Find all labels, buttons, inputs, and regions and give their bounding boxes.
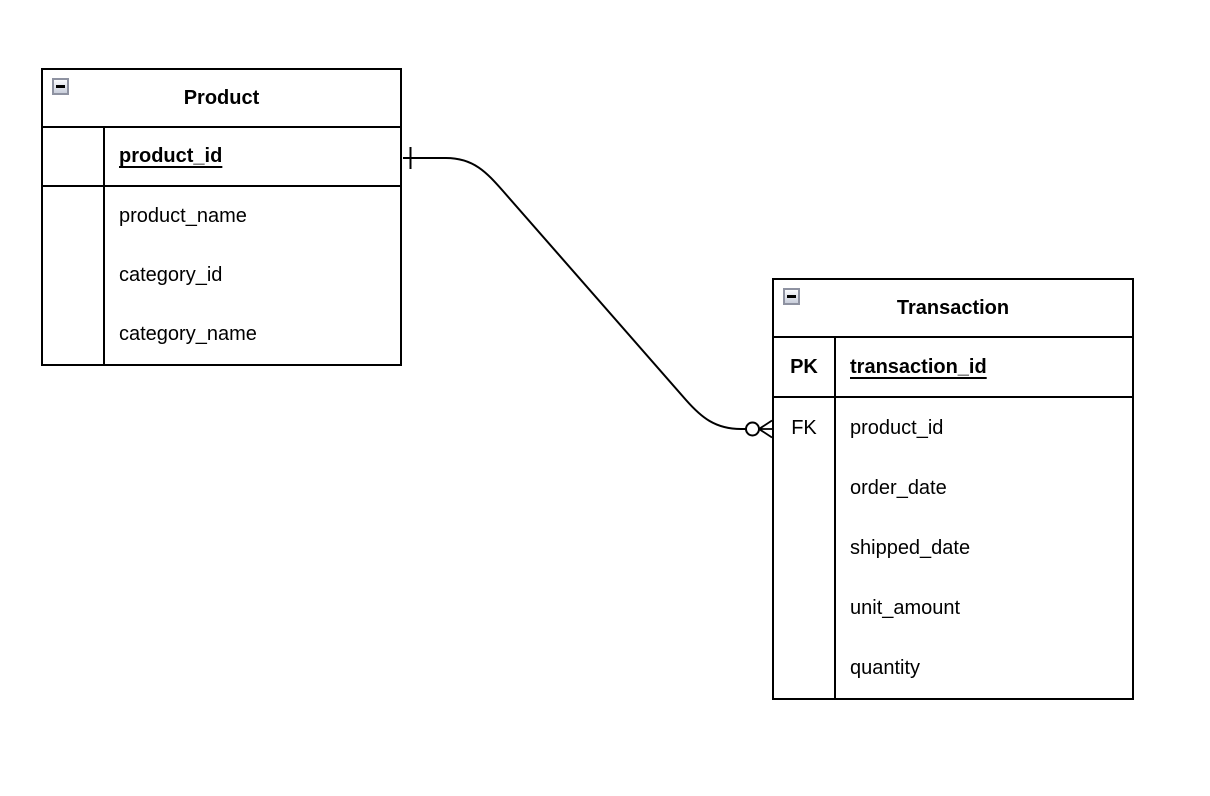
- field-name: category_name: [119, 323, 257, 345]
- key-cell: [43, 305, 105, 364]
- key-cell: [774, 638, 836, 698]
- field-row-category-id[interactable]: category_id: [43, 246, 400, 305]
- relationship-line[interactable]: [403, 157, 746, 430]
- collapse-toggle-button[interactable]: [783, 288, 800, 305]
- key-cell-fk: FK: [774, 398, 836, 458]
- field-name: shipped_date: [850, 536, 971, 559]
- field-row-category-name[interactable]: category_name: [43, 305, 400, 364]
- key-cell-pk: PK: [774, 338, 836, 396]
- field-row-unit-amount[interactable]: unit_amount: [774, 578, 1132, 638]
- field-row-product-name[interactable]: product_name: [43, 187, 400, 246]
- field-name: product_id: [119, 145, 223, 167]
- field-name: unit_amount: [850, 596, 961, 619]
- entity-product-header: Product: [43, 70, 400, 128]
- key-cell: [774, 458, 836, 518]
- entity-title: Transaction: [896, 296, 1010, 319]
- key-cell: [43, 246, 105, 305]
- field-row-quantity[interactable]: quantity: [774, 638, 1132, 698]
- field-name: product_id: [850, 416, 944, 439]
- field-name: transaction_id: [850, 355, 987, 378]
- key-cell: [774, 578, 836, 638]
- field-name: product_name: [119, 205, 247, 227]
- crows-foot-many-icon: [758, 419, 773, 439]
- key-cell: [43, 187, 105, 246]
- collapse-toggle-button[interactable]: [52, 78, 69, 95]
- entity-title: Product: [183, 86, 260, 109]
- cardinality-zero-circle-icon: [745, 421, 760, 437]
- field-name: category_id: [119, 264, 223, 286]
- entity-transaction-header: Transaction: [774, 280, 1132, 338]
- minus-icon: [787, 295, 796, 298]
- entity-product[interactable]: Product product_id product_name category…: [41, 68, 402, 366]
- field-name: quantity: [850, 656, 921, 679]
- field-row-shipped-date[interactable]: shipped_date: [774, 518, 1132, 578]
- key-cell: [43, 128, 105, 185]
- field-row-product-id[interactable]: product_id: [43, 128, 400, 187]
- key-cell: [774, 518, 836, 578]
- field-row-order-date[interactable]: order_date: [774, 458, 1132, 518]
- entity-transaction[interactable]: Transaction PK transaction_id FK product…: [772, 278, 1134, 700]
- field-name: order_date: [850, 476, 947, 499]
- minus-icon: [56, 85, 65, 88]
- field-row-product-id-fk[interactable]: FK product_id: [774, 398, 1132, 458]
- field-row-transaction-id[interactable]: PK transaction_id: [774, 338, 1132, 398]
- relationship-product-transaction[interactable]: [403, 147, 773, 439]
